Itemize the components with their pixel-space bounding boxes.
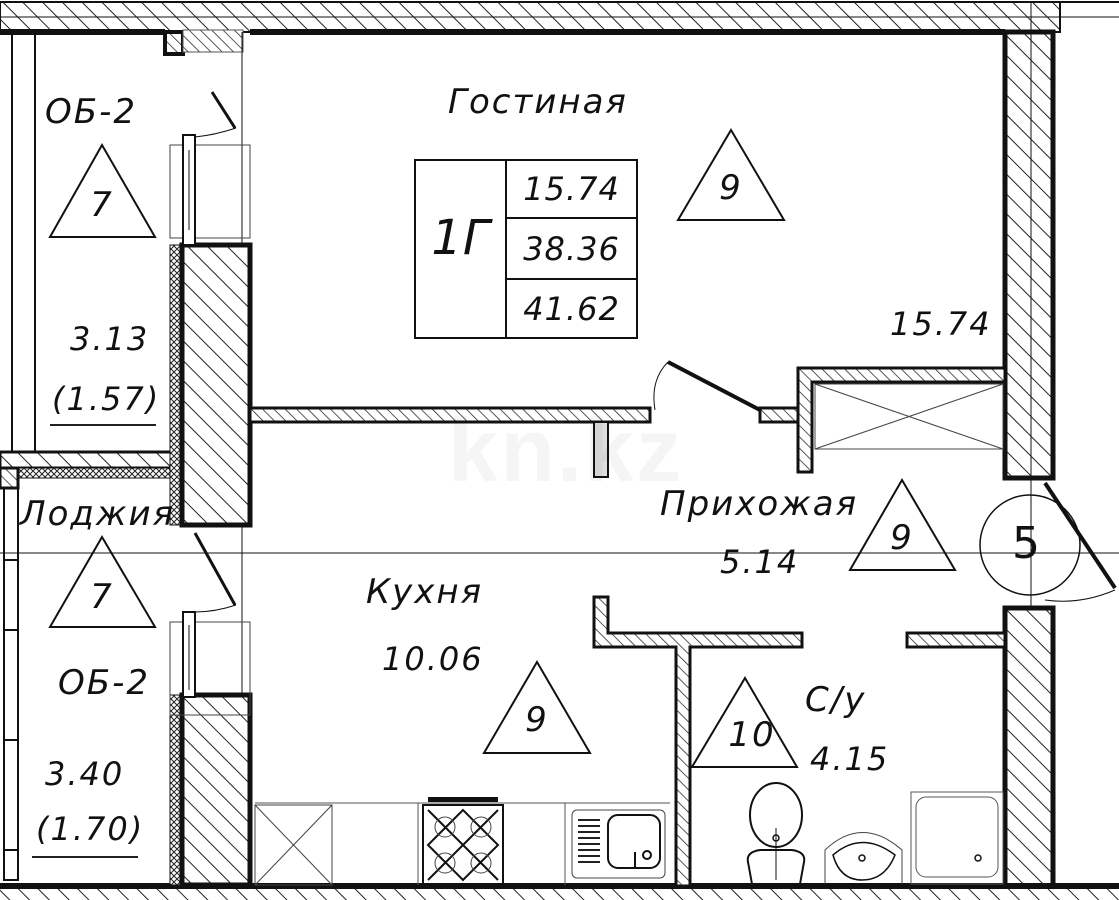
loggia-bottom-underline: [32, 856, 138, 858]
unit-code: 1Г: [431, 210, 491, 266]
kitchen-class: 9: [525, 700, 549, 740]
kitchen-area: 10.06: [382, 640, 484, 678]
finish-triangles: [48, 128, 957, 768]
stove: [422, 797, 504, 886]
balcony-door-top: [169, 91, 251, 246]
wardrobe: [796, 366, 1007, 474]
entrance-marker: 5: [1012, 518, 1042, 569]
apartment-spec-table: [414, 159, 638, 339]
loggia-top-underline: [50, 424, 156, 426]
watermark: kn.kz: [448, 400, 683, 503]
loggia-top-reduced-area: (1.57): [52, 380, 161, 418]
loggia-bottom-reduced-area: (1.70): [36, 810, 145, 848]
hallway-class: 9: [890, 518, 914, 558]
living-room-name: Гостиная: [448, 82, 628, 122]
bathroom-walls: [592, 595, 1007, 888]
balcony-door-bottom: [169, 532, 251, 716]
sink: [571, 809, 666, 879]
toilet: [746, 782, 806, 885]
living-room-class: 9: [719, 168, 743, 208]
partition-living-kitchen: [248, 406, 652, 478]
living-room-area: 15.74: [890, 305, 992, 343]
bathroom-area: 4.15: [810, 740, 890, 778]
exterior-wall-right: [1002, 2, 1056, 900]
washbasin: [824, 832, 903, 884]
loggia-bottom-class: 7: [90, 577, 114, 617]
entrance-marker-circle: [979, 494, 1081, 596]
spec-total-area: 41.62: [523, 290, 620, 328]
spec-total-living-area: 38.36: [523, 230, 620, 268]
loggia-top-name: ОБ-2: [45, 92, 137, 132]
spec-living-area: 15.74: [523, 170, 620, 208]
loggia-top-area: 3.13: [70, 320, 150, 358]
loggia-top-class: 7: [90, 185, 114, 225]
loggia-wall: [0, 32, 1119, 888]
loggia-bottom-area: 3.40: [45, 755, 125, 793]
hallway-name: Прихожая: [660, 484, 859, 524]
shower-tray: [910, 791, 1004, 885]
triangle-hallway: [848, 478, 957, 571]
hallway-area: 5.14: [720, 543, 800, 581]
bathroom-class: 10: [728, 715, 776, 755]
exterior-wall-bottom: [0, 883, 1119, 900]
triangle-bathroom: [690, 676, 799, 768]
triangle-living-room: [676, 128, 786, 221]
loggia-outer-edge: [3, 32, 36, 881]
exterior-wall-top: [0, 1, 1119, 56]
bathroom-name: С/у: [805, 680, 867, 720]
triangle-loggia-top: [48, 142, 157, 238]
loggia-bottom-name: ОБ-2: [58, 663, 150, 703]
loggia-divider-wall: [0, 450, 184, 490]
triangle-kitchen: [482, 660, 592, 754]
triangle-loggia-bottom: [48, 535, 157, 628]
kitchen-counter: [254, 802, 670, 886]
loggia-bottom-title: Лоджия: [20, 494, 176, 534]
kitchen-name: Кухня: [366, 572, 484, 612]
entrance-door: [979, 481, 1117, 602]
